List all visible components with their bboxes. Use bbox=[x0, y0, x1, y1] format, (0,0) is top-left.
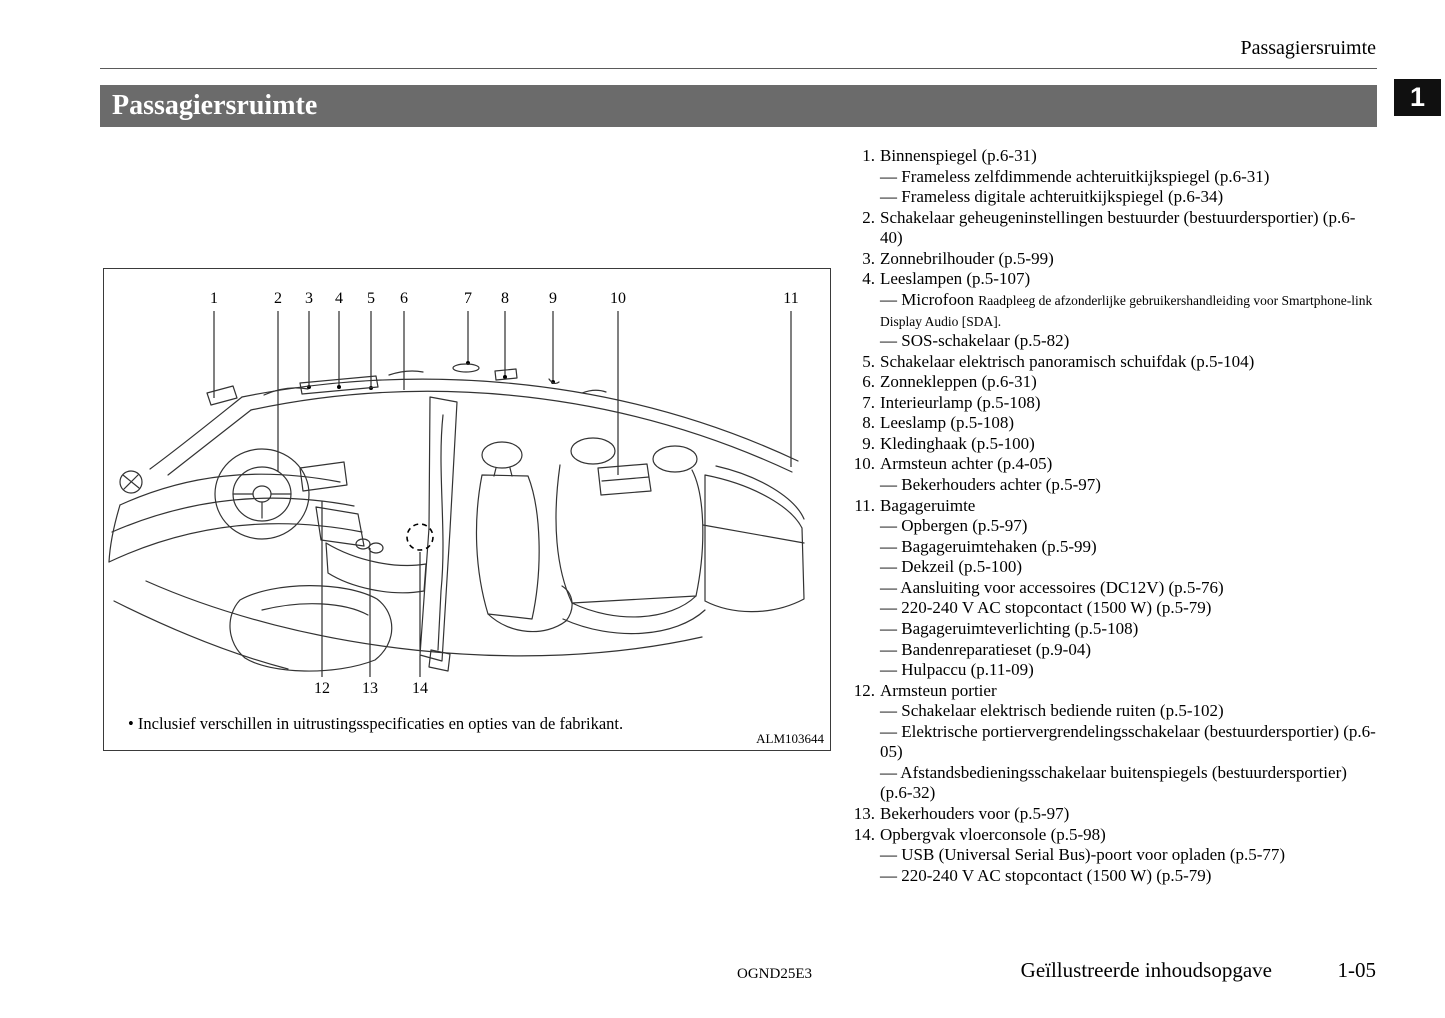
figure-callout-5: 5 bbox=[365, 290, 377, 307]
figure-callout-1: 1 bbox=[208, 290, 220, 307]
legend-sub-item: — Elektrische portiervergrendelingsschak… bbox=[880, 721, 1376, 762]
legend-sub-item: — Aansluiting voor accessoires (DC12V) (… bbox=[880, 577, 1224, 597]
legend-item-text: Armsteun portier bbox=[880, 680, 997, 700]
header-rule bbox=[100, 68, 1377, 69]
figure-callout-14: 14 bbox=[410, 680, 430, 697]
figure-callout-13: 13 bbox=[360, 680, 380, 697]
figure-callout-8: 8 bbox=[499, 290, 511, 307]
figure-code: ALM103644 bbox=[756, 731, 824, 746]
legend-item-number: 12. bbox=[853, 680, 875, 700]
legend-sub-item: — Schakelaar elektrisch bediende ruiten … bbox=[880, 701, 1224, 721]
chapter-number: 1 bbox=[1409, 82, 1426, 112]
legend-item-number: 7. bbox=[862, 392, 875, 412]
figure-note: • Inclusief verschillen in uitrustingssp… bbox=[128, 714, 624, 733]
figure-callout-12: 12 bbox=[312, 680, 332, 697]
legend-item: 5.Schakelaar elektrisch panoramisch schu… bbox=[849, 352, 1377, 373]
legend-sub-item: — Dekzeil (p.5-100) bbox=[880, 557, 1023, 577]
legend-item: 11.Bagageruimte— Opbergen (p.5-97)— Baga… bbox=[849, 496, 1377, 681]
figure-callout-3: 3 bbox=[303, 290, 315, 307]
legend-item-text: Bagageruimte bbox=[880, 495, 976, 515]
legend-sub-item: — Bagageruimteverlichting (p.5-108) bbox=[880, 618, 1139, 638]
legend-item-text: Bekerhouders voor (p.5-97) bbox=[880, 804, 1070, 823]
legend-item-text: Zonnebrilhouder (p.5-99) bbox=[880, 248, 1054, 268]
legend-item: 8.Leeslamp (p.5-108) bbox=[849, 413, 1377, 434]
legend-sub-item: — Afstandsbedieningsschakelaar buitenspi… bbox=[880, 762, 1347, 803]
legend-sub-item: — 220-240 V AC stopcontact (1500 W) (p.5… bbox=[880, 865, 1212, 885]
floor-console-storage-highlight bbox=[406, 523, 434, 551]
page-title: Passagiersruimte bbox=[112, 90, 318, 121]
figure-callout-7: 7 bbox=[462, 290, 474, 307]
legend-item-number: 1. bbox=[862, 146, 875, 165]
figure-callout-6: 6 bbox=[398, 290, 410, 307]
legend-item-number: 13. bbox=[853, 804, 875, 823]
legend-sub-item: — Frameless zelfdimmende achteruitkijksp… bbox=[880, 166, 1270, 186]
legend-item-number: 14. bbox=[853, 824, 875, 844]
legend-sub-item: — USB (Universal Serial Bus)-poort voor … bbox=[880, 845, 1286, 865]
legend-item: 7.Interieurlamp (p.5-108) bbox=[849, 393, 1377, 414]
legend-item-number: 2. bbox=[862, 207, 875, 227]
legend-item-number: 9. bbox=[862, 433, 875, 453]
footer-page-number: 1-05 bbox=[1337, 958, 1377, 982]
legend-item-text: Kledinghaak (p.5-100) bbox=[880, 433, 1035, 453]
callout-leader-dots bbox=[307, 361, 555, 390]
legend-item-text: Armsteun achter (p.4-05) bbox=[880, 454, 1053, 474]
legend-sub-item: — Hulpaccu (p.11-09) bbox=[880, 660, 1034, 680]
legend-sub-item: — SOS-schakelaar (p.5-82) bbox=[880, 331, 1070, 351]
figure-callout-9: 9 bbox=[547, 290, 559, 307]
callout-leader-lines bbox=[213, 311, 792, 677]
legend-item-text: Binnenspiegel (p.6-31) bbox=[880, 146, 1037, 165]
legend-list: 1. Binnenspiegel (p.6-31)— Frameless zelf… bbox=[849, 146, 1377, 886]
legend-item-number: 6. bbox=[862, 372, 875, 392]
legend-sub-item: — 220-240 V AC stopcontact (1500 W) (p.5… bbox=[880, 598, 1212, 618]
figure-callout-2: 2 bbox=[272, 290, 284, 307]
legend-item: 13. Bekerhouders voor (p.5-97) bbox=[849, 804, 1377, 825]
legend-item: 12.Armsteun portier— Schakelaar elektris… bbox=[849, 681, 1377, 804]
legend-item: 3.Zonnebrilhouder (p.5-99) bbox=[849, 249, 1377, 270]
figure-callout-11: 11 bbox=[781, 290, 801, 307]
section-title-bar: Passagiersruimte bbox=[100, 85, 1377, 127]
legend-item-text: Opbergvak vloerconsole (p.5-98) bbox=[880, 824, 1106, 844]
legend-item: 4.Leeslampen (p.5-107)— Microfoon Raadpl… bbox=[849, 269, 1377, 351]
legend-item-number: 3. bbox=[862, 248, 875, 268]
legend-item-text: Zonnekleppen (p.6-31) bbox=[880, 372, 1037, 392]
figure-callout-10: 10 bbox=[608, 290, 628, 307]
legend-item: 9.Kledinghaak (p.5-100) bbox=[849, 434, 1377, 455]
legend-sub-item: — Bandenreparatieset (p.9-04) bbox=[880, 639, 1091, 659]
legend-sub-item: — Bekerhouders achter (p.5-97) bbox=[880, 475, 1101, 494]
legend-item: 14.Opbergvak vloerconsole (p.5-98)— USB … bbox=[849, 825, 1377, 887]
legend-item-text: Interieurlamp (p.5-108) bbox=[880, 392, 1041, 412]
legend-item-text: Leeslampen (p.5-107) bbox=[880, 269, 1031, 289]
legend-item: 2.Schakelaar geheugeninstellingen bestuu… bbox=[849, 208, 1377, 249]
legend-item-number: 8. bbox=[862, 413, 875, 433]
legend-sub-item: — Frameless digitale achteruitkijkspiege… bbox=[880, 187, 1224, 207]
footer-section-title: Geïllustreerde inhoudsopgave bbox=[1020, 958, 1272, 982]
legend-item-text: Schakelaar geheugeninstellingen bestuurd… bbox=[880, 207, 1356, 248]
chapter-tab: 1 bbox=[1394, 79, 1441, 116]
legend-item-number: 11. bbox=[854, 495, 875, 515]
figure-callout-4: 4 bbox=[333, 290, 345, 307]
legend-item: 1. Binnenspiegel (p.6-31)— Frameless zelf… bbox=[849, 146, 1377, 208]
car-interior-illustration bbox=[108, 311, 805, 677]
car-interior-lines bbox=[108, 363, 805, 672]
legend-item: 6.Zonnekleppen (p.6-31) bbox=[849, 372, 1377, 393]
legend-item-text: Leeslamp (p.5-108) bbox=[880, 413, 1015, 433]
legend-item-number: 4. bbox=[862, 269, 875, 289]
legend-item: 10.Armsteun achter (p.4-05)— Bekerhouder… bbox=[849, 454, 1377, 495]
legend-sub-item: — Bagageruimtehaken (p.5-99) bbox=[880, 536, 1097, 556]
legend-sub-item: — Opbergen (p.5-97) bbox=[880, 516, 1028, 536]
legend-item-text: Schakelaar elektrisch panoramisch schuif… bbox=[880, 351, 1255, 371]
legend-item-number: 5. bbox=[862, 351, 875, 371]
legend-sub-item: — Microfoon Raadpleeg de afzonderlijke g… bbox=[880, 289, 1373, 329]
legend-item-number: 10. bbox=[853, 454, 875, 474]
footer-document-code: OGND25E3 bbox=[737, 966, 812, 982]
running-head: Passagiersruimte bbox=[1240, 37, 1376, 59]
